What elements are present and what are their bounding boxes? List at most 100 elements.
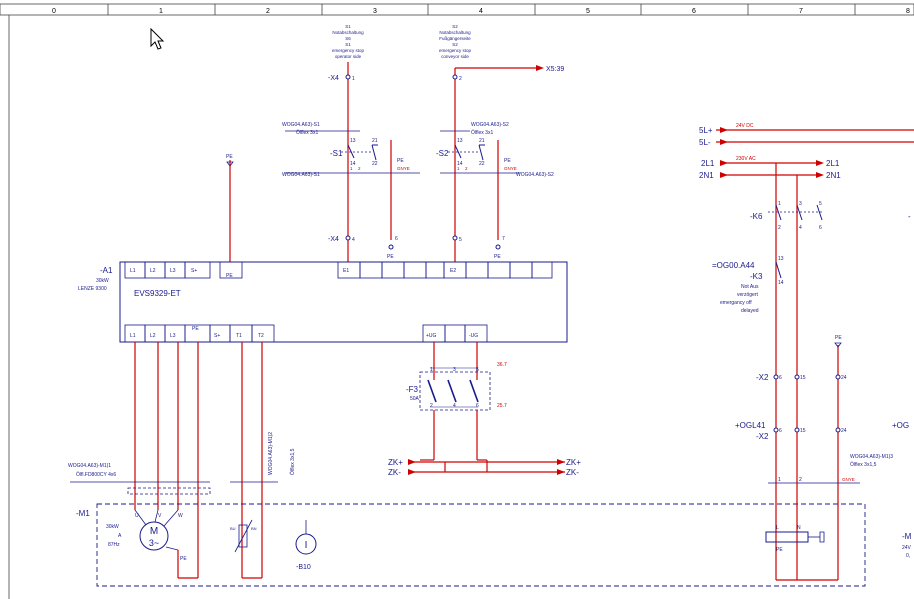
terminal-x4-bottom: -X4 4 6 PE 5 7 PE xyxy=(328,235,505,260)
svg-text:T2: T2 xyxy=(258,333,264,339)
column-label: 7 xyxy=(799,8,803,15)
estop-wiring xyxy=(229,62,540,262)
svg-text:6: 6 xyxy=(779,375,782,381)
svg-text:4: 4 xyxy=(352,237,355,243)
svg-text:Ölflex 3x1: Ölflex 3x1 xyxy=(471,129,493,136)
svg-text:3: 3 xyxy=(799,201,802,207)
svg-text:50A: 50A xyxy=(410,396,420,402)
svg-text:operator side: operator side xyxy=(335,54,362,59)
svg-text:-X2: -X2 xyxy=(756,373,769,382)
contactor-k6: -K6 1 3 5 2 4 6 xyxy=(750,163,839,581)
svg-text:M: M xyxy=(150,526,158,537)
svg-text:S1: S1 xyxy=(345,42,351,47)
svg-text:+UG: +UG xyxy=(426,333,437,339)
svg-text:-X4: -X4 xyxy=(328,75,339,82)
svg-text:15: 15 xyxy=(800,428,806,434)
svg-text:L2: L2 xyxy=(150,333,156,339)
svg-text:Not Aus: Not Aus xyxy=(741,284,759,290)
terminal-x2: -X2 6 15 24 +OGL41 -X2 6 15 24 PE xyxy=(735,335,847,441)
svg-text:WOG04.A63)-S1: WOG04.A63)-S1 xyxy=(282,122,320,128)
svg-text:LENZE 9300: LENZE 9300 xyxy=(78,286,107,292)
svg-text:7: 7 xyxy=(502,236,505,242)
svg-text:L1: L1 xyxy=(130,333,136,339)
column-label: 8 xyxy=(906,8,910,15)
svg-text:1: 1 xyxy=(350,166,353,171)
svg-text:230V AC: 230V AC xyxy=(736,156,756,162)
svg-text:L1: L1 xyxy=(130,268,136,274)
svg-text:5: 5 xyxy=(476,367,479,373)
svg-text:Notabschaltung: Notabschaltung xyxy=(332,30,364,35)
svg-text:2L1: 2L1 xyxy=(701,159,715,168)
svg-text:V: V xyxy=(158,513,162,519)
motor-m1: -M1 30kW A 87Hz M 3~ U V W PE BU BN I -B… xyxy=(76,503,866,587)
svg-text:L: L xyxy=(776,525,779,531)
svg-text:PE: PE xyxy=(504,158,511,164)
svg-text:14: 14 xyxy=(350,161,356,167)
svg-text:Ölflex 3x1,5: Ölflex 3x1,5 xyxy=(850,461,877,468)
svg-text:2: 2 xyxy=(430,403,433,409)
svg-text:+OG: +OG xyxy=(892,421,909,430)
terminal-x4-top: -X4 1 2 X5:39 xyxy=(328,66,564,82)
svg-text:21: 21 xyxy=(479,138,485,144)
svg-text:-A1: -A1 xyxy=(100,266,113,275)
svg-text:PE: PE xyxy=(226,273,233,279)
svg-text:N: N xyxy=(797,525,801,531)
svg-text:1: 1 xyxy=(778,201,781,207)
svg-text:-M1: -M1 xyxy=(76,509,90,518)
svg-text:ZK-: ZK- xyxy=(388,468,401,477)
svg-text:PE: PE xyxy=(192,326,199,332)
svg-text:13: 13 xyxy=(350,138,356,144)
svg-text:13: 13 xyxy=(457,138,463,144)
svg-text:2N1: 2N1 xyxy=(699,171,714,180)
svg-text:24: 24 xyxy=(841,375,847,381)
svg-text:30kW: 30kW xyxy=(106,524,119,530)
svg-text:24: 24 xyxy=(841,428,847,434)
motor-cable: WOG04.A63)-M1)1 Ölfl.FD800CY 4x6 WOG04.A… xyxy=(68,432,296,495)
svg-text:PE: PE xyxy=(226,154,233,160)
svg-text:Notabschaltung: Notabschaltung xyxy=(439,30,471,35)
svg-text:2: 2 xyxy=(465,166,468,171)
svg-text:24V DC: 24V DC xyxy=(736,123,754,129)
svg-text:25.7: 25.7 xyxy=(497,403,507,409)
svg-text:2L1: 2L1 xyxy=(826,159,840,168)
svg-text:delayed: delayed xyxy=(741,308,759,314)
column-label: 1 xyxy=(159,8,163,15)
svg-text:1: 1 xyxy=(457,166,460,171)
cross-ref: X5:39 xyxy=(546,66,564,73)
svg-text:I: I xyxy=(305,540,308,551)
svg-text:PE: PE xyxy=(387,254,394,260)
svg-text:T1: T1 xyxy=(236,333,242,339)
svg-text:-B10: -B10 xyxy=(296,564,311,571)
svg-text:emergency stop: emergency stop xyxy=(439,48,472,53)
svg-text:conveyor side: conveyor side xyxy=(441,54,469,59)
svg-text:5L-: 5L- xyxy=(699,138,711,147)
svg-text:6: 6 xyxy=(819,225,822,231)
svg-text:emergency stop: emergency stop xyxy=(332,48,365,53)
svg-text:1: 1 xyxy=(430,367,433,373)
svg-text:14: 14 xyxy=(778,280,784,286)
svg-text:A: A xyxy=(118,533,122,539)
svg-text:S2: S2 xyxy=(452,24,458,29)
svg-text:2: 2 xyxy=(799,477,802,483)
svg-text:-K3: -K3 xyxy=(750,272,763,281)
svg-text:S2: S2 xyxy=(452,42,458,47)
svg-text:S+: S+ xyxy=(191,268,197,274)
svg-text:WOG04.A63)-M1)2: WOG04.A63)-M1)2 xyxy=(268,432,274,475)
pe-symbol: PE xyxy=(226,154,234,167)
svg-text:L3: L3 xyxy=(170,268,176,274)
svg-text:4: 4 xyxy=(453,403,456,409)
svg-text:-UG: -UG xyxy=(469,333,478,339)
svg-text:E2: E2 xyxy=(450,268,456,274)
svg-text:W: W xyxy=(178,513,183,519)
svg-text:verzögert: verzögert xyxy=(737,292,758,298)
switch-s2: WOG04.A63)-S2 Ölflex 3x1 -S2 WOG04.A63)-… xyxy=(436,122,554,178)
svg-text:WOG04.A63)-M1)3: WOG04.A63)-M1)3 xyxy=(850,454,893,460)
svg-text:ZK+: ZK+ xyxy=(566,458,581,467)
svg-text:22: 22 xyxy=(479,161,485,167)
svg-text:S6: S6 xyxy=(345,36,351,41)
brake: WOG04.A63)-M1)3 Ölflex 3x1,5 1 2 GNYE L … xyxy=(765,212,912,559)
svg-text:1: 1 xyxy=(778,477,781,483)
svg-text:GNYE: GNYE xyxy=(397,166,410,171)
svg-text:GNYE: GNYE xyxy=(842,477,855,482)
svg-text:2N1: 2N1 xyxy=(826,171,841,180)
